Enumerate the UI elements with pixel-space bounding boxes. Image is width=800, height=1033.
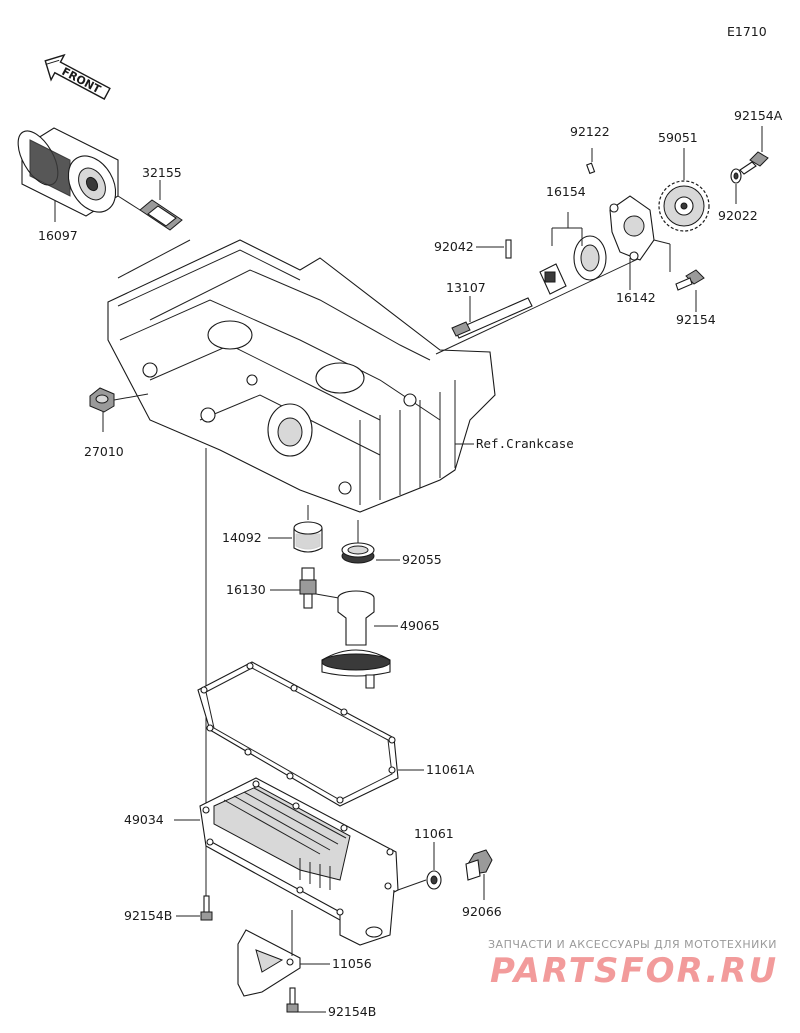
label-49034: 49034 bbox=[124, 812, 164, 827]
label-16130: 16130 bbox=[226, 582, 266, 597]
label-11056: 11056 bbox=[332, 956, 372, 971]
oil-filter bbox=[17, 127, 119, 222]
washer-11061 bbox=[397, 842, 442, 891]
plug-27010 bbox=[89, 387, 149, 432]
dowel-92042 bbox=[476, 239, 512, 259]
diagram-code: E1710 bbox=[727, 24, 767, 39]
label-16097: 16097 bbox=[38, 228, 78, 243]
label-92154: 92154 bbox=[676, 312, 716, 327]
gasket-11061A bbox=[197, 661, 424, 807]
watermark-tagline: ЗАПЧАСТИ И АКСЕССУАРЫ ДЛЯ МОТОТЕХНИКИ bbox=[488, 938, 777, 951]
oring-92055 bbox=[341, 520, 400, 564]
shaft-13107 bbox=[451, 296, 533, 339]
label-11061: 11061 bbox=[414, 826, 454, 841]
front-arrow-icon: FRONT bbox=[44, 53, 111, 100]
label-92154B-bottom: 92154B bbox=[328, 1004, 376, 1019]
label-92154B-left: 92154B bbox=[124, 908, 172, 923]
label-27010: 27010 bbox=[84, 444, 124, 459]
spacer-14092 bbox=[268, 505, 323, 553]
label-92055: 92055 bbox=[402, 552, 442, 567]
washer-92022 bbox=[730, 168, 742, 204]
strainer-49065 bbox=[321, 590, 398, 689]
label-92066: 92066 bbox=[462, 904, 502, 919]
bolt-92154B-left bbox=[176, 895, 213, 921]
pin-92122 bbox=[586, 148, 596, 175]
label-49065: 49065 bbox=[400, 618, 440, 633]
bracket-11056 bbox=[237, 910, 330, 997]
watermark-logo: ЗАПЧАСТИ И АКСЕССУАРЫ ДЛЯ МОТОТЕХНИКИ PA… bbox=[488, 938, 778, 991]
watermark-brand: PARTSFOR.RU bbox=[490, 951, 778, 991]
filter-pipe bbox=[117, 180, 183, 231]
fitting-16130 bbox=[270, 567, 351, 609]
drain-plug-92066 bbox=[465, 849, 493, 900]
label-14092: 14092 bbox=[222, 530, 262, 545]
label-92022: 92022 bbox=[718, 208, 758, 223]
label-92122: 92122 bbox=[570, 124, 610, 139]
bolt-92154A bbox=[739, 126, 769, 175]
bolt-92154B-bottom bbox=[286, 987, 326, 1013]
rotor-set-16154 bbox=[539, 212, 607, 295]
label-11061A: 11061A bbox=[426, 762, 475, 777]
front-label: FRONT bbox=[60, 65, 104, 96]
bolt-92154 bbox=[653, 239, 705, 312]
crankcase bbox=[107, 239, 496, 513]
label-13107: 13107 bbox=[446, 280, 486, 295]
label-32155: 32155 bbox=[142, 165, 182, 180]
label-59051: 59051 bbox=[658, 130, 698, 145]
label-16154: 16154 bbox=[546, 184, 586, 199]
oil-pan-49034 bbox=[174, 777, 399, 946]
label-92154A: 92154A bbox=[734, 108, 783, 123]
label-92042: 92042 bbox=[434, 239, 474, 254]
crankcase-ref: Ref.Crankcase bbox=[476, 436, 574, 451]
gear-59051 bbox=[658, 148, 710, 232]
label-16142: 16142 bbox=[616, 290, 656, 305]
pump-body-16142 bbox=[609, 195, 655, 290]
